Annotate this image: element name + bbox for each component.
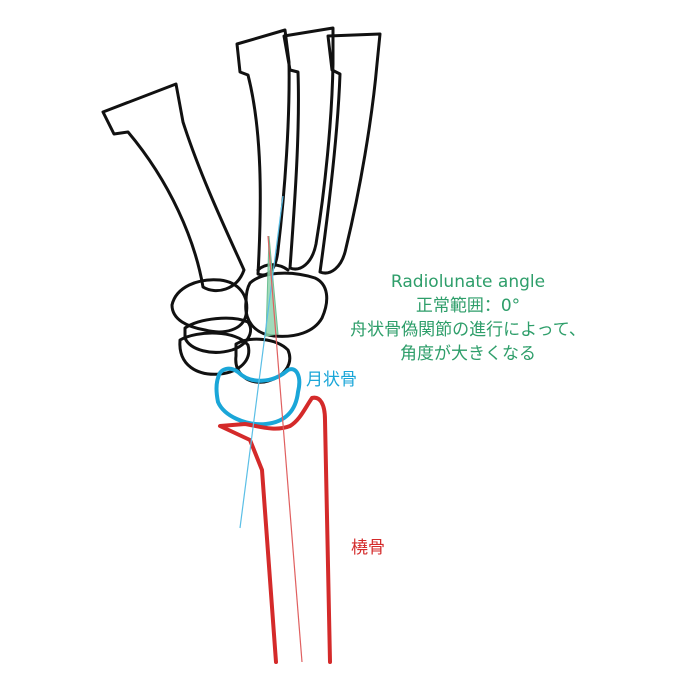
annotation-note-line1: 舟状骨偽関節の進行によって、	[350, 320, 586, 340]
metacarpal-4	[318, 32, 382, 275]
radius-label: 橈骨	[351, 538, 385, 558]
radius-outline	[218, 395, 332, 664]
metacarpal-1	[101, 82, 246, 293]
capitate	[244, 271, 329, 338]
annotation-title: Radiolunate angle	[390, 272, 546, 292]
annotation-normal-range: 正常範囲：0°	[415, 296, 521, 316]
lunate-outline	[214, 366, 302, 427]
hamate	[256, 263, 290, 272]
trapezium	[170, 278, 249, 334]
radius-axis-line	[267, 235, 303, 663]
metacarpal-2	[235, 28, 291, 277]
lunate-axis-line	[239, 195, 284, 529]
scaphoid	[178, 331, 251, 376]
radiolunate-annotation: Radiolunate angle 正常範囲：0° 舟状骨偽関節の進行によって、…	[318, 271, 618, 367]
annotation-note-line2: 角度が大きくなる	[400, 344, 536, 364]
lunate-label: 月状骨	[306, 370, 357, 390]
trapezoid	[183, 316, 253, 354]
metacarpal-3	[282, 26, 335, 271]
